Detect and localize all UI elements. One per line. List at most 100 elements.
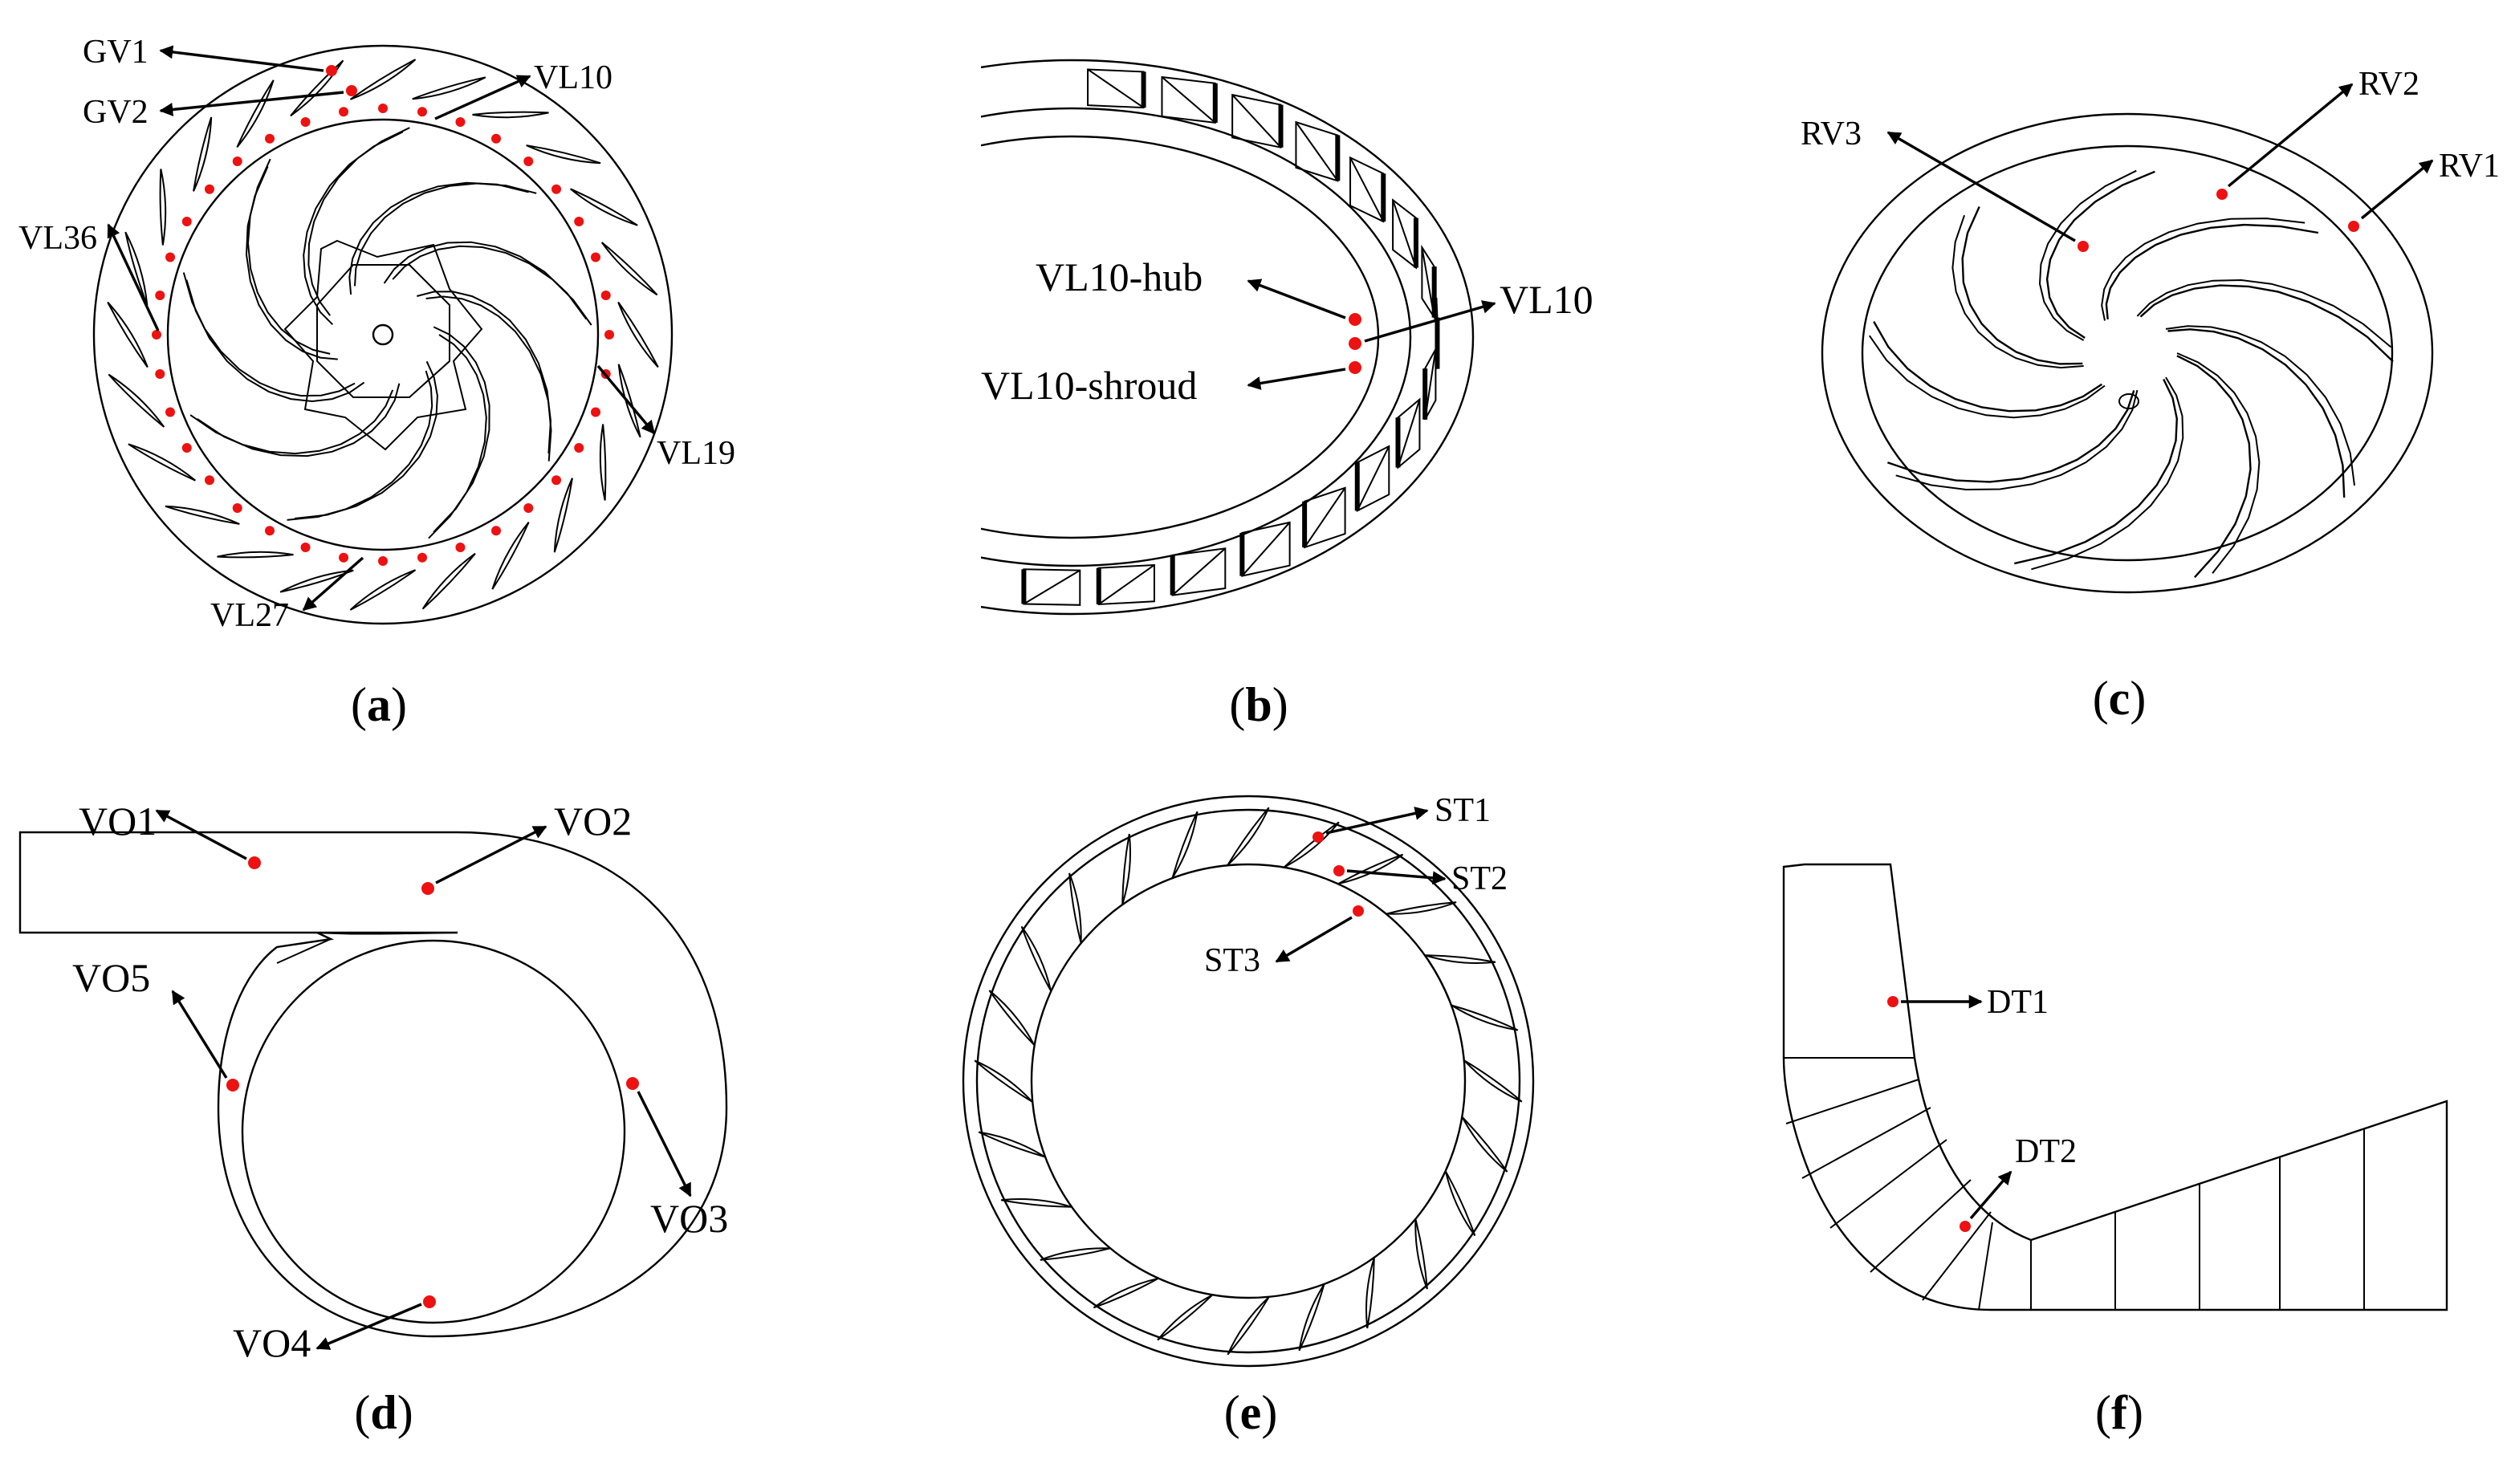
rv1-label: RV1 xyxy=(2439,148,2500,185)
panel-c: RV1 RV2 RV3 (c) xyxy=(1801,66,2500,725)
runner-blade-3d-edge xyxy=(2139,284,2394,363)
stay-vane xyxy=(1425,954,1496,964)
stay-vane xyxy=(1020,925,1052,992)
panel-d-geometry xyxy=(18,831,728,1338)
stay-vane xyxy=(1093,1277,1159,1309)
guide-vane xyxy=(165,505,240,525)
vaneless-point xyxy=(204,184,214,194)
st3-arrow xyxy=(1275,916,1353,963)
vl19-label: VL19 xyxy=(657,435,735,472)
panel-f-geometry xyxy=(1782,863,2448,1311)
runner-3d-blades xyxy=(1868,169,2394,579)
guide-vane-3d xyxy=(1424,348,1437,421)
dt2-point xyxy=(1960,1221,1971,1232)
runner-blade-3d-edge xyxy=(1887,390,2135,483)
rv3-arrow xyxy=(1886,131,2076,242)
vaneless-point xyxy=(339,552,349,563)
guide-vane xyxy=(491,522,530,590)
stay-vane xyxy=(1227,807,1270,866)
rv1-point xyxy=(2348,221,2359,232)
guide-vane xyxy=(570,188,638,226)
vane-diagonal xyxy=(1231,94,1282,148)
vane-diagonal xyxy=(1295,121,1339,181)
runner-blade-edge xyxy=(294,360,438,519)
stay-vane xyxy=(1298,1283,1325,1352)
panel-b-annotations: VL10-hub VL10 VL10-shroud xyxy=(981,254,1593,408)
runner-blade-3d-edge xyxy=(1868,335,2106,419)
vaneless-point xyxy=(155,291,165,301)
vl36-arrow xyxy=(107,223,160,331)
guide-vane xyxy=(349,59,417,100)
vane-diagonal xyxy=(1098,564,1155,605)
stay-vane xyxy=(1463,1059,1523,1103)
shroud-label: VL10-shroud xyxy=(981,363,1197,408)
vaneless-point xyxy=(417,552,427,563)
vaneless-point xyxy=(165,407,176,417)
guide-vane xyxy=(617,301,659,368)
vaneless-point xyxy=(152,330,161,339)
stay-vane xyxy=(1284,821,1340,868)
vaneless-point xyxy=(523,156,534,166)
rv3-point xyxy=(2078,241,2089,252)
panel-b-geometry xyxy=(981,59,1475,616)
vane-diagonal xyxy=(1424,348,1437,420)
vo3-arrow xyxy=(637,1091,692,1197)
guide-vane-blades xyxy=(107,59,659,611)
runner-blade-3d-edge xyxy=(2176,355,2252,579)
stay-vane xyxy=(1040,1247,1110,1261)
panel-c-geometry xyxy=(1821,112,2434,594)
st1-point xyxy=(1312,831,1324,843)
runner-blade-3d-edge xyxy=(1951,214,2084,369)
stay-vane xyxy=(1451,1004,1519,1031)
stay-vane xyxy=(1337,853,1404,885)
st3-point xyxy=(1353,905,1364,917)
stay-vane xyxy=(974,1059,1033,1103)
runner-blade-edge xyxy=(417,291,552,454)
vaneless-point xyxy=(590,252,600,262)
runner-blade-edge xyxy=(197,383,401,457)
runner-blade-edge xyxy=(348,181,529,295)
vaneless-point xyxy=(265,133,275,144)
runner-blades xyxy=(182,127,592,539)
guide-vane xyxy=(107,301,149,368)
runner-hub-inner xyxy=(316,264,450,398)
panel-c-annotations: RV1 RV2 RV3 xyxy=(1801,66,2500,252)
rv2-label: RV2 xyxy=(2358,66,2419,103)
runner-blade-edge xyxy=(392,245,592,326)
runner-hub-star xyxy=(283,239,483,451)
vl27-arrow xyxy=(302,556,364,612)
guide-vane xyxy=(472,111,549,119)
runner-blade-edge xyxy=(354,182,537,287)
vane-diagonal xyxy=(1241,522,1291,577)
st2-label: ST2 xyxy=(1451,860,1508,897)
st3-label: ST3 xyxy=(1204,942,1260,979)
guide-vane xyxy=(193,116,213,192)
vane-diagonal xyxy=(1172,547,1226,596)
panel-f-caption: (f) xyxy=(2095,1386,2143,1439)
vo1-label: VO1 xyxy=(79,799,157,844)
vaneless-point xyxy=(232,156,242,166)
guide-vane xyxy=(217,551,294,559)
vaneless-point xyxy=(590,407,600,417)
vaneless-point xyxy=(339,107,349,117)
vane-diagonal xyxy=(1304,487,1346,548)
vo3-label: VO3 xyxy=(650,1196,728,1241)
vaneless-zone-points xyxy=(152,104,614,566)
runner-blade-3d-edge xyxy=(2038,169,2137,341)
panel-d-caption: (d) xyxy=(354,1386,413,1439)
vaneless-point xyxy=(181,443,192,453)
vaneless-point xyxy=(455,542,466,552)
vo5-point xyxy=(226,1079,239,1092)
vaneless-point xyxy=(204,475,214,486)
rv3-label: RV3 xyxy=(1801,116,1862,152)
guide-vane xyxy=(421,552,476,610)
panel-a-caption: (a) xyxy=(351,678,407,731)
vl10-arrow xyxy=(434,75,531,120)
vane-diagonal xyxy=(1397,399,1421,468)
stay-vane xyxy=(1227,1296,1270,1356)
vane-diagonal xyxy=(1421,247,1435,318)
vo2-arrow xyxy=(435,825,547,884)
hub-arrow xyxy=(1247,279,1346,319)
stay-vane xyxy=(1386,901,1457,915)
panel-d-annotations: VO1 VO2 VO3 VO4 VO5 xyxy=(72,799,728,1365)
